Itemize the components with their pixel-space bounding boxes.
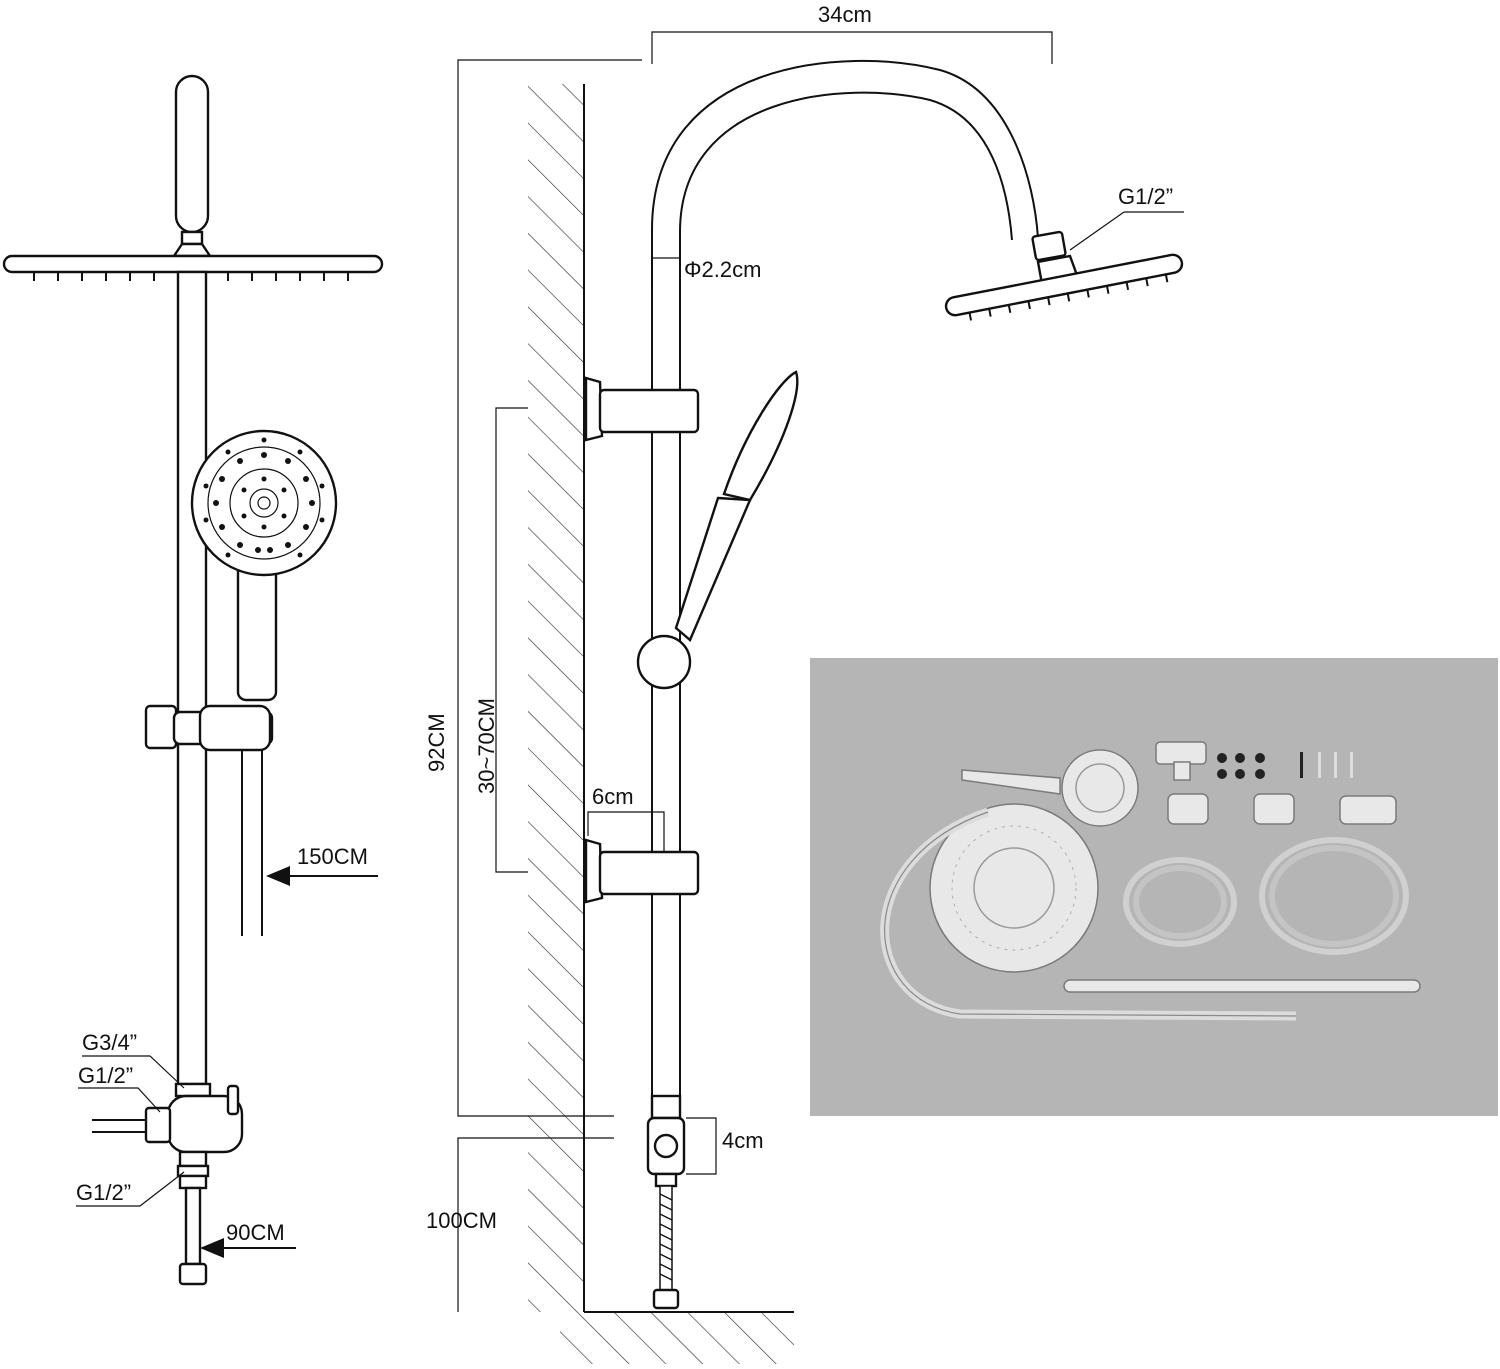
arm-outer [651,59,1039,1096]
g12-side-leader [78,1087,161,1113]
inlet-nut-top [178,1174,208,1190]
photo-hand-shower [961,749,1139,827]
dim-92-line [457,59,642,1117]
side-view: 92CM 100CM 30~70CM 34cm Φ2.2cm G1 [424,2,1184,1364]
head-connector [1031,230,1067,262]
upper-bracket [584,376,700,442]
inlet-hose [184,1186,202,1266]
product-photo [810,658,1498,1116]
hose-150-label: 150CM [297,844,368,869]
bracket-range-label: 30~70CM [474,698,499,794]
inlet-nut-bottom [178,1262,208,1286]
photo-rain-head [929,803,1099,973]
dim-4-line [686,1117,717,1175]
dim-30-70-line [495,407,528,873]
bracket-width-label: 6cm [592,784,634,809]
diverter-top-label: G3/4” [82,1030,137,1055]
dim-34-line [651,31,1053,64]
pipe-diameter-label: Φ2.2cm [684,257,761,282]
head-thread-leader [1069,211,1125,251]
rail-pipe [176,270,208,1086]
photo-straight-rail [1063,979,1421,993]
floor-hatch [560,1312,794,1364]
bottom-fitting [646,1094,686,1310]
top-swivel [171,242,213,258]
fitting-length-label: 4cm [722,1128,764,1153]
diverter-side-label: G1/2” [78,1063,133,1088]
arm-inner [679,91,1013,1096]
photo-hose-large [1259,837,1409,955]
floor-height-label: 100CM [426,1208,497,1233]
rail-height-label: 92CM [424,713,449,772]
arm-width-label: 34cm [818,2,872,27]
rain-shower-head-icon [2,254,384,274]
wall-hatch [528,84,584,1312]
hand-shower-side [636,370,799,690]
photo-hose-small [1123,857,1237,947]
rain-head-nozzles [33,272,349,281]
front-view: 150CM 90CM G3/4” G1/2” G1/2” [2,74,384,1286]
rain-head-side-nozzles [968,274,1169,321]
hand-shower-icon [190,429,338,702]
photo-brackets [1155,741,1397,825]
diverter-bottom-label: G1/2” [76,1180,131,1205]
g34-leader [82,1055,185,1089]
diverter-valve-icon [144,1082,244,1178]
rain-head-side [944,253,1184,317]
head-thread-label: G1/2” [1118,184,1173,209]
inlet-90-label: 90CM [226,1220,285,1245]
dim-100-line [457,1137,614,1312]
photo-small-parts [1217,752,1353,779]
top-connector [180,230,204,246]
top-mount-bar [174,74,210,234]
photo-background [810,658,1498,1116]
dim-6-line [587,811,665,852]
g12-bottom-leader [76,1171,185,1207]
slider-holder [144,704,274,752]
lower-bracket [584,838,700,904]
